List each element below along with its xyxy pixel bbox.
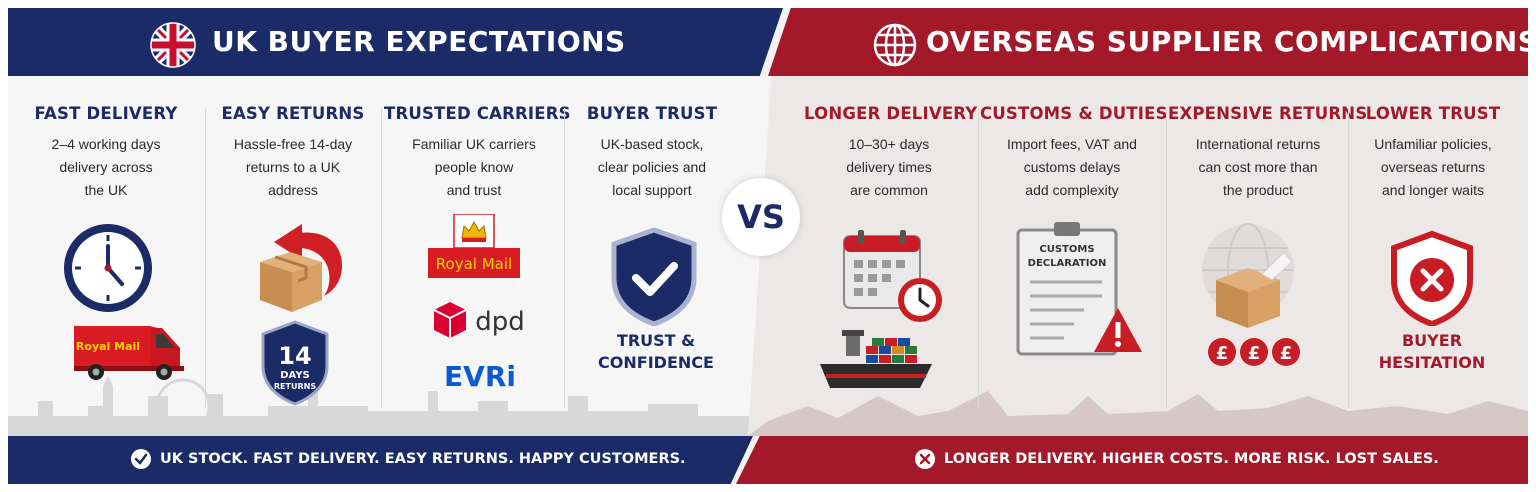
column-customs-duties: CUSTOMS & DUTIES Import fees, VAT and cu… — [980, 104, 1168, 202]
column-text: Unfamiliar policies, overseas returns an… — [1374, 136, 1492, 198]
uk-header-title: UK BUYER EXPECTATIONS — [212, 25, 626, 58]
column-trusted-carriers: TRUSTED CARRIERS Familiar UK carriers pe… — [384, 104, 571, 202]
column-expensive-returns: EXPENSIVE RETURNS International returns … — [1168, 104, 1368, 202]
pound-coin-3: £ — [1280, 343, 1293, 364]
divider — [381, 108, 382, 408]
column-longer-delivery: LONGER DELIVERY 10–30+ days delivery tim… — [804, 104, 978, 202]
calendar-clock-icon — [843, 230, 942, 322]
uk-flag-icon — [150, 22, 196, 68]
infographic: UK BUYER EXPECTATIONS OVERSEAS SUPPLIER … — [8, 8, 1528, 484]
column-title: CUSTOMS & DUTIES — [980, 104, 1168, 123]
pound-coin-2: £ — [1248, 343, 1261, 364]
14-days-returns-badge-icon: 14 DAYS RETURNS — [261, 320, 329, 406]
column-title: FAST DELIVERY — [34, 104, 178, 123]
overseas-header-title: OVERSEAS SUPPLIER COMPLICATIONS — [926, 25, 1528, 58]
badge-line2: RETURNS — [274, 382, 316, 391]
divider — [1348, 108, 1349, 408]
column-text: International returns can cost more than… — [1195, 136, 1321, 198]
customs-form-title: CUSTOMS — [1039, 244, 1094, 255]
international-returns-icon: £ £ £ — [1202, 223, 1300, 366]
city-skyline-illustration — [748, 391, 1528, 436]
globe-icon — [873, 23, 917, 67]
column-title: LOWER TRUST — [1365, 104, 1501, 123]
overseas-header: OVERSEAS SUPPLIER COMPLICATIONS — [768, 8, 1528, 76]
divider — [564, 108, 565, 408]
shield-check-icon — [611, 227, 697, 326]
column-title: TRUSTED CARRIERS — [384, 104, 571, 123]
vs-badge: VS — [722, 178, 800, 256]
column-buyer-trust: BUYER TRUST UK-based stock, clear polici… — [566, 104, 738, 202]
uk-footer: UK STOCK. FAST DELIVERY. EASY RETURNS. H… — [8, 436, 753, 484]
evri-text: EVRi — [444, 360, 516, 393]
return-box-icon — [260, 224, 342, 312]
evri-logo: EVRi — [444, 360, 516, 393]
clock-icon — [64, 224, 152, 312]
column-title: LONGER DELIVERY — [804, 104, 978, 123]
column-title: BUYER TRUST — [586, 104, 718, 123]
overseas-footer-text: LONGER DELIVERY. HIGHER COSTS. MORE RISK… — [944, 451, 1439, 467]
check-circle-icon — [131, 449, 151, 469]
royal-mail-logo: Royal Mail — [428, 214, 520, 278]
column-text: Import fees, VAT and customs delays add … — [1007, 136, 1137, 198]
column-easy-returns: EASY RETURNS Hassle-free 14-day returns … — [208, 104, 378, 202]
van-logo-text: Royal Mail — [76, 340, 140, 353]
divider — [205, 108, 206, 408]
badge-line1: DAYS — [280, 370, 310, 381]
column-text: UK-based stock, clear policies and local… — [597, 136, 707, 198]
overseas-footer: LONGER DELIVERY. HIGHER COSTS. MORE RISK… — [736, 436, 1528, 484]
column-text: 10–30+ days delivery times are common — [846, 136, 932, 198]
dpd-text: dpd — [475, 307, 525, 337]
column-text: Familiar UK carriers people know and tru… — [412, 136, 536, 198]
royal-mail-van-icon: Royal Mail — [74, 326, 184, 380]
column-text: 2–4 working days delivery across the UK — [51, 136, 161, 198]
pound-coin-1: £ — [1216, 343, 1229, 364]
customs-form-subtitle: DECLARATION — [1028, 258, 1107, 269]
shield-x-icon — [1391, 230, 1473, 326]
trust-caption: TRUST & CONFIDENCE — [598, 331, 714, 372]
dpd-logo: dpd — [433, 302, 525, 338]
x-circle-icon — [915, 449, 935, 469]
column-title: EASY RETURNS — [221, 104, 365, 123]
uk-footer-text: UK STOCK. FAST DELIVERY. EASY RETURNS. H… — [160, 451, 686, 467]
customs-declaration-icon: CUSTOMS DECLARATION — [1016, 222, 1142, 356]
divider — [1166, 108, 1167, 408]
badge-number: 14 — [278, 342, 311, 370]
column-text: Hassle-free 14-day returns to a UK addre… — [233, 136, 353, 198]
uk-header: UK BUYER EXPECTATIONS — [8, 8, 783, 76]
london-skyline-illustration — [8, 376, 768, 436]
hesitation-caption: BUYER HESITATION — [1378, 331, 1486, 372]
royal-mail-text: Royal Mail — [436, 255, 512, 273]
column-fast-delivery: FAST DELIVERY 2–4 working days delivery … — [16, 104, 196, 202]
column-title: EXPENSIVE RETURNS — [1168, 104, 1368, 123]
column-lower-trust: LOWER TRUST Unfamiliar policies, oversea… — [1350, 104, 1516, 202]
divider — [978, 108, 979, 408]
cargo-ship-icon — [820, 330, 932, 388]
